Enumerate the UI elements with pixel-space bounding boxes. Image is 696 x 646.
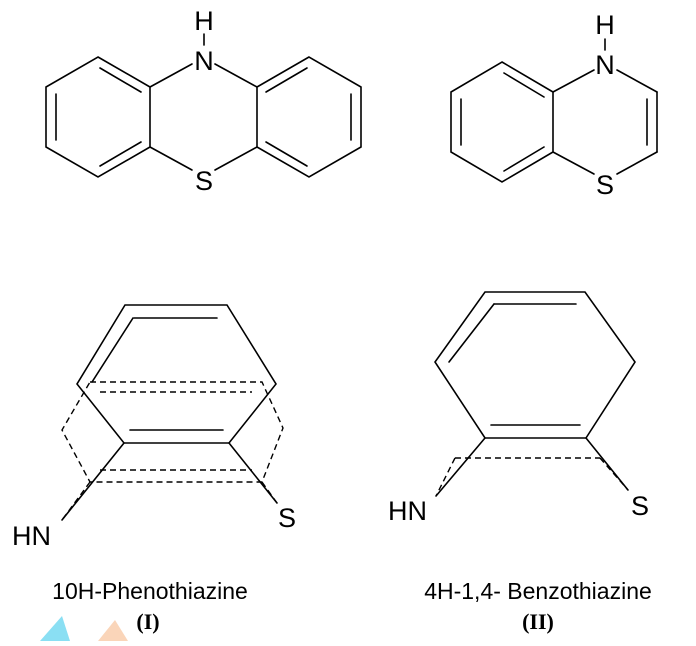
sulfur-label: S — [278, 503, 296, 533]
compound-name: 10H-Phenothiazine — [52, 578, 248, 604]
watermark-logo — [40, 616, 128, 641]
sulfur-label: S — [596, 170, 614, 200]
amine-label: HN — [388, 496, 427, 526]
benzothiazine-flat-structure: H N S — [450, 10, 658, 200]
phenothiazine-flat-structure: H N S — [45, 6, 362, 196]
compound-numeral: (II) — [522, 609, 554, 634]
phenothiazine-folded-structure: HN S 10H-Phenothiazine (I) — [12, 304, 296, 634]
hydrogen-label: H — [194, 6, 214, 36]
sulfur-label: S — [631, 491, 649, 521]
compound-name: 4H-1,4- Benzothiazine — [424, 578, 652, 604]
nitrogen-label: N — [194, 46, 214, 76]
amine-label: HN — [12, 521, 51, 551]
nitrogen-label: N — [595, 50, 615, 80]
benzothiazine-folded-structure: HN S 4H-1,4- Benzothiazine (II) — [388, 291, 652, 634]
sulfur-label: S — [195, 166, 213, 196]
compound-numeral: (I) — [136, 609, 159, 634]
hydrogen-label: H — [595, 10, 615, 40]
